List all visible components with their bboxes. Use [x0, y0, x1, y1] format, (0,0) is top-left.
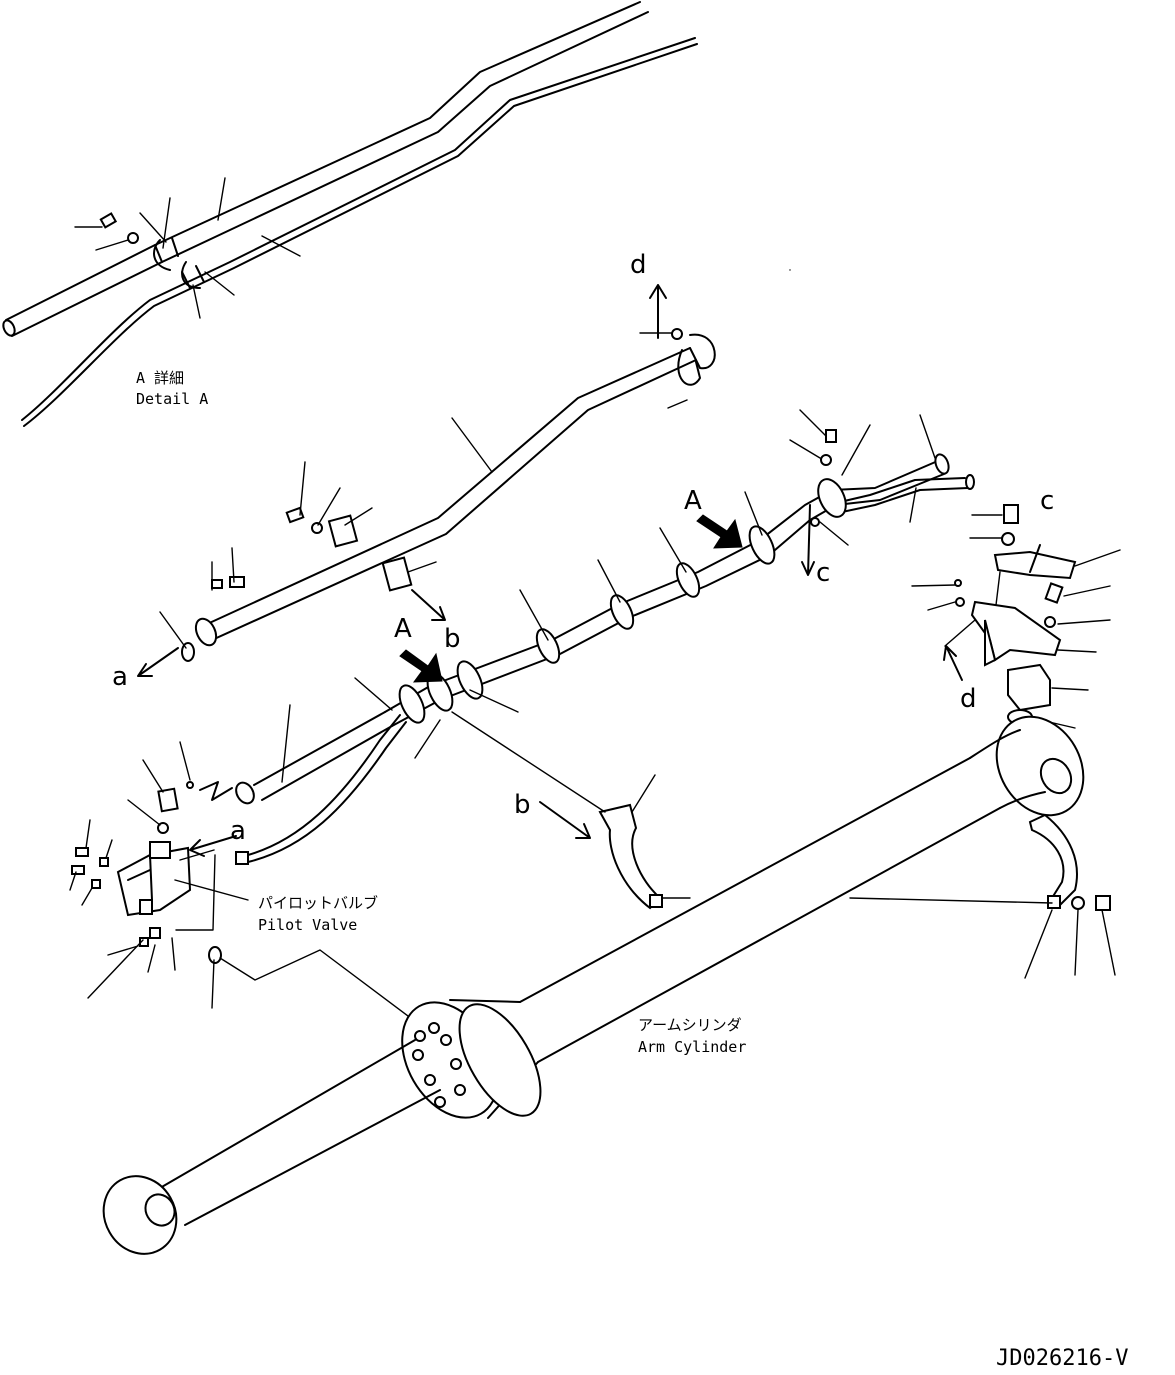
arm-cylinder-label-jp: アームシリンダ — [638, 1016, 742, 1034]
clamp-b — [381, 556, 691, 910]
ref-letter-a-lower: a — [230, 816, 246, 846]
ref-letter-d-right: d — [960, 684, 977, 714]
drawing-number: JD026216-V — [996, 1346, 1129, 1371]
pilot-valve-label-jp: パイロットバルブ — [258, 894, 379, 912]
ref-letter-d-top: d — [630, 250, 647, 280]
main-hoses — [235, 269, 975, 865]
ref-letter-b-top: b — [444, 624, 461, 654]
pilot-valve-label-en: Pilot Valve — [258, 916, 358, 934]
detail-a-label-en: Detail A — [136, 390, 209, 408]
ref-letter-c-left: c — [816, 558, 831, 588]
detail-a-label-jp: A 詳細 — [136, 369, 185, 387]
reference-arrows — [137, 284, 1041, 857]
ref-letter-A-left: A — [394, 614, 412, 644]
pilot-valve-group — [69, 741, 421, 1026]
ref-letter-A-right: A — [684, 486, 702, 516]
detail-a-pipes — [2, 1, 698, 427]
ref-letter-c-right: c — [1040, 486, 1055, 516]
ref-letter-a-upper: a — [112, 662, 128, 692]
upper-pipe — [159, 328, 716, 662]
ref-letter-b-bottom: b — [514, 790, 531, 820]
arm-cylinder-label-en: Arm Cylinder — [638, 1038, 747, 1056]
arm-cylinder — [102, 715, 1116, 1255]
bracket-cd — [911, 504, 1121, 729]
